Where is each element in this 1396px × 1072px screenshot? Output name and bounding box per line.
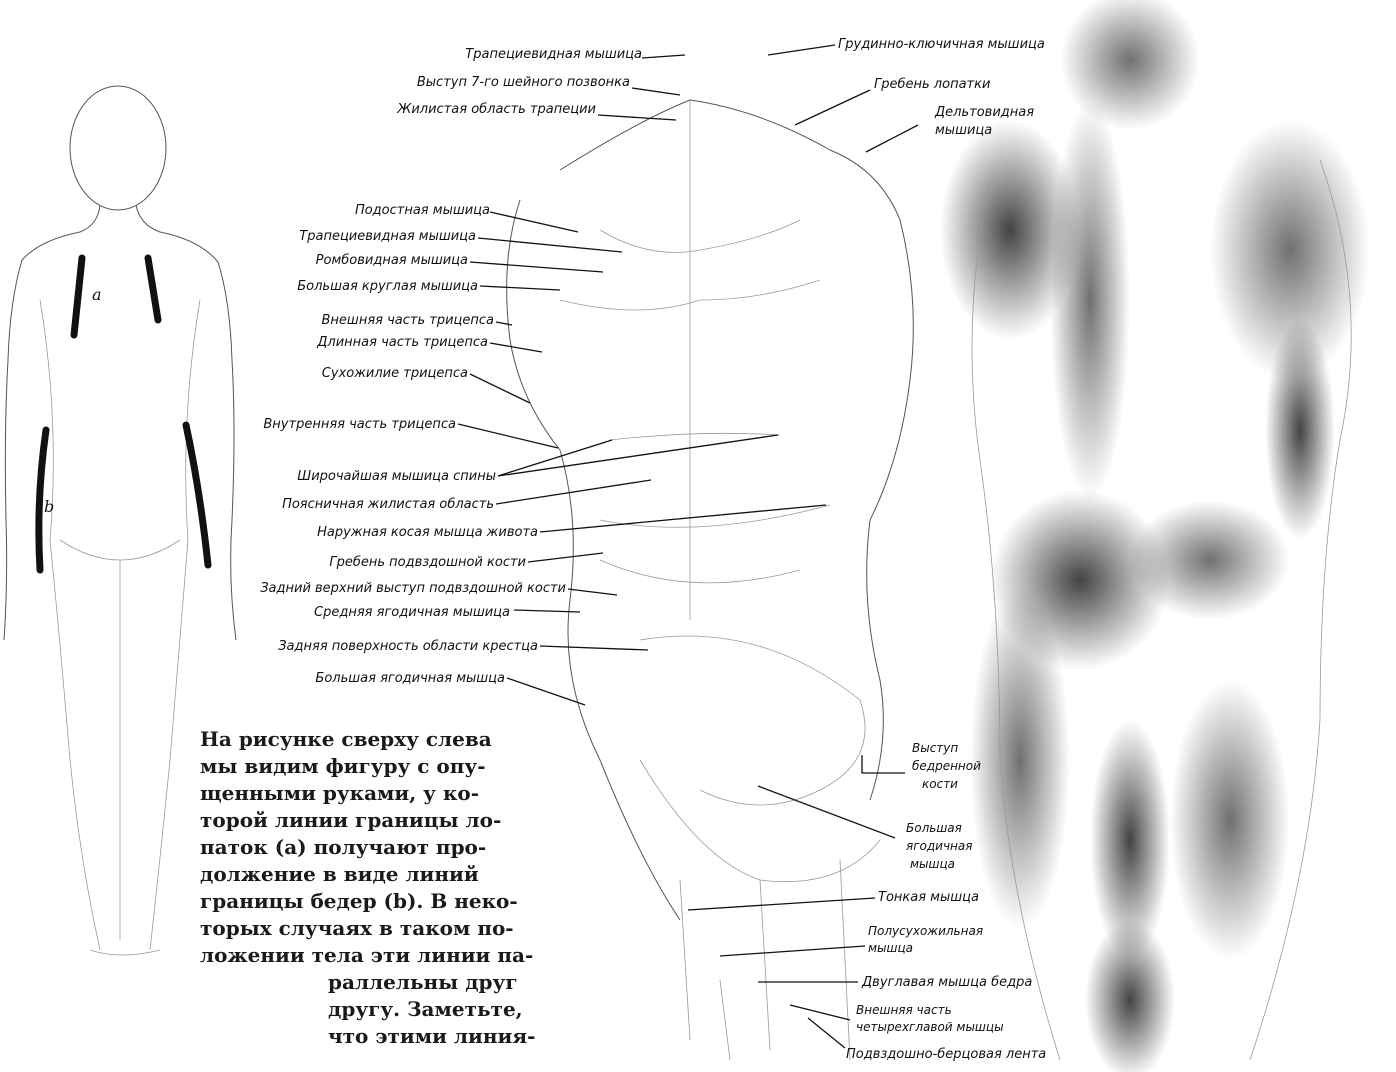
label-vastus-lateral-2: четырехглавой мышцы: [856, 1020, 1004, 1034]
label-biceps-femoris: Двуглавая мышца бедра: [861, 975, 1032, 990]
shaded-silhouette: [940, 0, 1370, 1072]
label-gluteus-maximus-r3: мышца: [910, 857, 955, 871]
scapula-line-marker-right: [148, 258, 158, 320]
label-deltoid-2: мышица: [935, 123, 992, 138]
label-trochanter-1: Выступ: [912, 741, 958, 755]
label-gluteus-medius: Средняя ягодичная мышица: [314, 605, 510, 620]
label-c7-process: Выступ 7-го шейного позвонка: [417, 75, 630, 90]
marker-a-letter: a: [92, 285, 102, 304]
label-sternocleidomastoid: Грудинно-ключичная мышица: [838, 37, 1045, 52]
caption-line: На рисунке сверху слева: [200, 726, 580, 753]
label-infraspinatus: Подостная мышица: [355, 203, 490, 218]
marker-b-letter: b: [44, 497, 54, 516]
label-sacrum: Задняя поверхность области крестца: [278, 639, 538, 654]
label-vastus-lateral-1: Внешняя часть: [856, 1003, 952, 1017]
label-triceps-long: Длинная часть трицепса: [316, 335, 488, 350]
label-psis: Задний верхний выступ подвздошной кости: [260, 581, 566, 596]
label-rhomboid: Ромбовидная мышица: [316, 253, 468, 268]
caption-text: На рисунке сверху слева мы видим фигуру …: [200, 726, 580, 1050]
label-deltoid-1: Дельтовидная: [934, 105, 1034, 120]
label-gluteus-maximus-left: Большая ягодичная мышца: [315, 671, 505, 686]
caption-line: границы бедер (b). В неко-: [200, 888, 580, 915]
caption-line: торых случаях в таком по-: [200, 915, 580, 942]
scapula-line-marker-left: [74, 258, 82, 335]
label-triceps-inner: Внутренняя часть трицепса: [263, 417, 456, 432]
caption-line: торой линии границы ло-: [200, 807, 580, 834]
label-scapular-spine: Гребень лопатки: [874, 77, 990, 92]
label-iliac-crest: Гребень подвздошной кости: [329, 555, 526, 570]
label-semitendinosus-1: Полусухожильная: [868, 924, 983, 938]
label-triceps-outer: Внешняя часть трицепса: [322, 313, 495, 328]
label-trochanter-3: кости: [922, 777, 958, 791]
caption-line: паток (a) получают про-: [200, 834, 580, 861]
label-gluteus-maximus-r2: ягодичная: [906, 839, 972, 853]
label-gluteus-maximus-r1: Большая: [906, 821, 962, 835]
label-trapezius-mid: Трапециевидная мышица: [299, 229, 476, 244]
label-trochanter-2: бедренной: [912, 759, 981, 773]
label-teres-major: Большая круглая мышица: [297, 279, 478, 294]
caption-line: раллельны друг: [200, 969, 580, 996]
caption-line: мы видим фигуру с опу-: [200, 753, 580, 780]
label-it-band: Подвздошно-берцовая лента: [846, 1047, 1046, 1062]
caption-line: должение в виде линий: [200, 861, 580, 888]
hip-line-marker-right: [186, 425, 208, 565]
label-trapezius-tendon: Жилистая область трапеции: [396, 102, 596, 117]
label-triceps-tendon: Сухожилие трицепса: [322, 366, 468, 381]
caption-line: другу. Заметьте,: [200, 996, 580, 1023]
label-lumbar-aponeurosis: Поясничная жилистая область: [282, 497, 494, 512]
label-latissimus: Широчайшая мышица спины: [297, 469, 496, 484]
label-external-oblique: Наружная косая мышца живота: [317, 525, 538, 540]
label-trapezius-top: Трапециевидная мышица: [465, 47, 642, 62]
label-semitendinosus-2: мышца: [868, 941, 913, 955]
caption-line: щенными руками, у ко-: [200, 780, 580, 807]
caption-line: что этими линия-: [200, 1023, 580, 1050]
caption-line: ложении тела эти линии па-: [200, 942, 580, 969]
label-gracilis: Тонкая мышца: [878, 890, 979, 905]
